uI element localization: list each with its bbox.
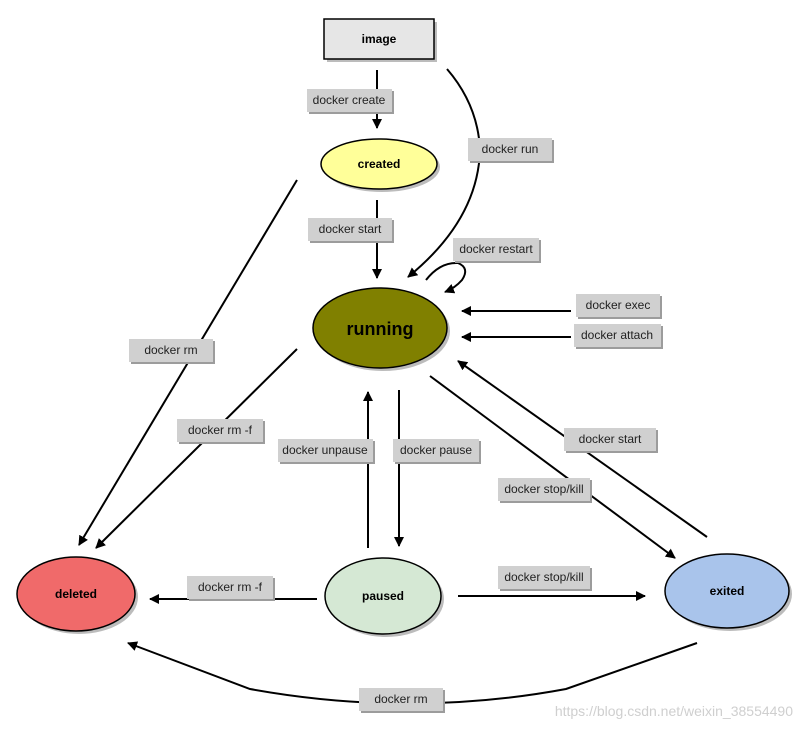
deleted-ellipse xyxy=(16,556,136,632)
label-docker-start-created: docker start xyxy=(308,218,394,243)
label-docker-start-exited-text: docker start xyxy=(579,432,642,446)
label-docker-rm-f-running-text: docker rm -f xyxy=(188,423,253,437)
label-docker-start-exited: docker start xyxy=(564,428,658,453)
label-docker-rm-created: docker rm xyxy=(129,339,215,364)
edge-running-to-deleted xyxy=(95,348,298,549)
label-docker-exec-text: docker exec xyxy=(586,298,651,312)
edge-running-restart-loop xyxy=(425,261,467,294)
label-docker-rm-f-paused: docker rm -f xyxy=(187,576,275,601)
edge-running-to-exited xyxy=(429,375,676,559)
label-docker-run: docker run xyxy=(468,138,554,163)
paused-node: paused xyxy=(324,557,444,637)
running-node: running xyxy=(312,287,450,371)
label-docker-rm-exited-text: docker rm xyxy=(374,692,427,706)
label-docker-attach-text: docker attach xyxy=(581,328,653,342)
label-docker-unpause-text: docker unpause xyxy=(282,443,368,457)
label-docker-start-created-text: docker start xyxy=(319,222,382,236)
deleted-node: deleted xyxy=(16,556,138,634)
label-docker-rm-exited: docker rm xyxy=(359,688,445,713)
exited-label: exited xyxy=(710,584,745,598)
deleted-label: deleted xyxy=(55,587,97,601)
running-ellipse xyxy=(312,287,448,369)
image-box xyxy=(323,18,435,60)
paused-label: paused xyxy=(362,589,404,603)
image-label: image xyxy=(362,32,397,46)
exited-ellipse xyxy=(664,553,790,629)
label-docker-stop-kill-paused: docker stop/kill xyxy=(498,566,592,591)
created-ellipse xyxy=(320,138,438,190)
label-docker-create-text: docker create xyxy=(313,93,386,107)
label-docker-run-text: docker run xyxy=(482,142,539,156)
label-docker-pause-text: docker pause xyxy=(400,443,472,457)
watermark-text: https://blog.csdn.net/weixin_38554490 xyxy=(554,703,793,719)
label-docker-stop-kill-running: docker stop/kill xyxy=(498,478,592,503)
created-label: created xyxy=(358,157,401,171)
label-docker-unpause: docker unpause xyxy=(278,439,375,464)
label-docker-pause: docker pause xyxy=(393,439,481,464)
edge-labels: docker create docker run docker start do… xyxy=(129,89,663,713)
label-docker-stop-kill-paused-text: docker stop/kill xyxy=(504,570,583,584)
label-docker-rm-f-running: docker rm -f xyxy=(177,419,265,444)
label-docker-restart-text: docker restart xyxy=(459,242,533,256)
nodes: image created running deleted paused exi… xyxy=(16,18,792,637)
label-docker-restart: docker restart xyxy=(453,238,541,263)
label-docker-attach: docker attach xyxy=(574,324,663,349)
image-node: image xyxy=(323,18,437,62)
label-docker-rm-created-text: docker rm xyxy=(144,343,197,357)
label-docker-create: docker create xyxy=(307,89,394,114)
paused-ellipse xyxy=(324,557,442,635)
created-node: created xyxy=(320,138,440,192)
label-docker-stop-kill-running-text: docker stop/kill xyxy=(504,482,583,496)
label-docker-exec: docker exec xyxy=(576,294,662,319)
label-docker-rm-f-paused-text: docker rm -f xyxy=(198,580,263,594)
running-label: running xyxy=(347,319,414,339)
exited-node: exited xyxy=(664,553,792,631)
